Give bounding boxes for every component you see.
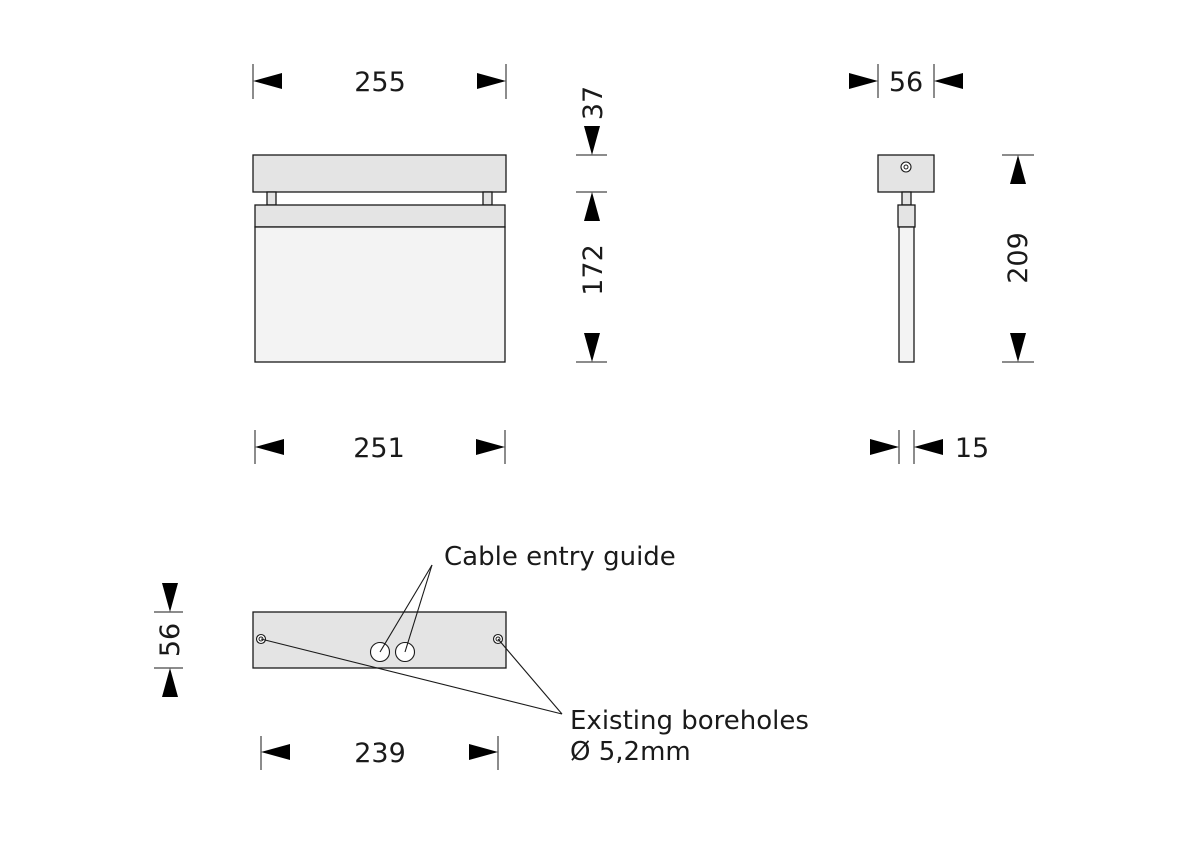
dimension-value: 56: [889, 67, 923, 98]
cable-entry-leaders: Cable entry guide: [379, 542, 676, 653]
dimension-value: 251: [353, 433, 405, 464]
dimension-side-height: 209: [1002, 154, 1034, 363]
front-panel-rail: [254, 204, 506, 228]
arrow-down: [584, 333, 600, 362]
arrow-left: [914, 439, 943, 455]
arrow-left: [476, 439, 505, 455]
arrow-down: [584, 126, 600, 155]
side-view: [877, 154, 935, 363]
mounting-plate-view: [252, 611, 507, 669]
boreholes-diameter-label: Ø 5,2mm: [570, 737, 691, 767]
leader-line: [260, 638, 563, 715]
side-screw-inner: [903, 164, 909, 170]
dimension-value: 15: [955, 433, 989, 464]
arrow-right: [849, 73, 878, 89]
arrow-up: [162, 668, 178, 697]
front-connector-left: [266, 191, 277, 206]
dimension-value: 239: [354, 738, 406, 769]
arrow-right: [255, 439, 284, 455]
side-panel: [898, 226, 915, 363]
dimension-value: 37: [578, 86, 609, 120]
side-connector: [901, 191, 912, 206]
dimension-value: 255: [354, 67, 406, 98]
arrow-up: [584, 192, 600, 221]
arrow-left: [477, 73, 506, 89]
dimension-value: 56: [155, 623, 186, 657]
arrow-up: [1010, 155, 1026, 184]
dimension-value: 172: [578, 244, 609, 296]
arrow-right: [261, 744, 290, 760]
leader-line: [379, 564, 433, 653]
arrow-right: [253, 73, 282, 89]
dimension-value: 209: [1003, 232, 1034, 284]
side-housing: [877, 154, 935, 193]
side-screw-outer: [900, 161, 912, 173]
side-panel-rail: [897, 204, 916, 228]
leader-line: [497, 638, 563, 715]
boreholes-label: Existing boreholes: [570, 706, 809, 736]
cable-entry-label: Cable entry guide: [444, 542, 676, 572]
arrow-right: [870, 439, 899, 455]
dimension-front-heights: 37 172: [576, 86, 609, 363]
dimension-front-width-bottom: 251: [254, 430, 506, 464]
leader-line: [404, 564, 433, 653]
arrow-down: [162, 583, 178, 612]
dimension-side-depth: 56: [849, 64, 963, 98]
dimension-front-width-top: 255: [252, 64, 507, 99]
arrow-left: [934, 73, 963, 89]
front-view: [252, 154, 507, 363]
dimension-side-panel-thickness: 15: [870, 430, 989, 464]
dimension-plate-height: 56: [154, 583, 186, 697]
dimension-plate-width: 239: [260, 736, 499, 770]
front-housing: [252, 154, 507, 193]
arrow-left: [469, 744, 498, 760]
front-connector-right: [482, 191, 493, 206]
borehole-right-inner: [495, 636, 501, 642]
borehole-leaders: Existing boreholes Ø 5,2mm: [260, 638, 809, 767]
front-panel: [254, 226, 506, 363]
arrow-down: [1010, 333, 1026, 362]
